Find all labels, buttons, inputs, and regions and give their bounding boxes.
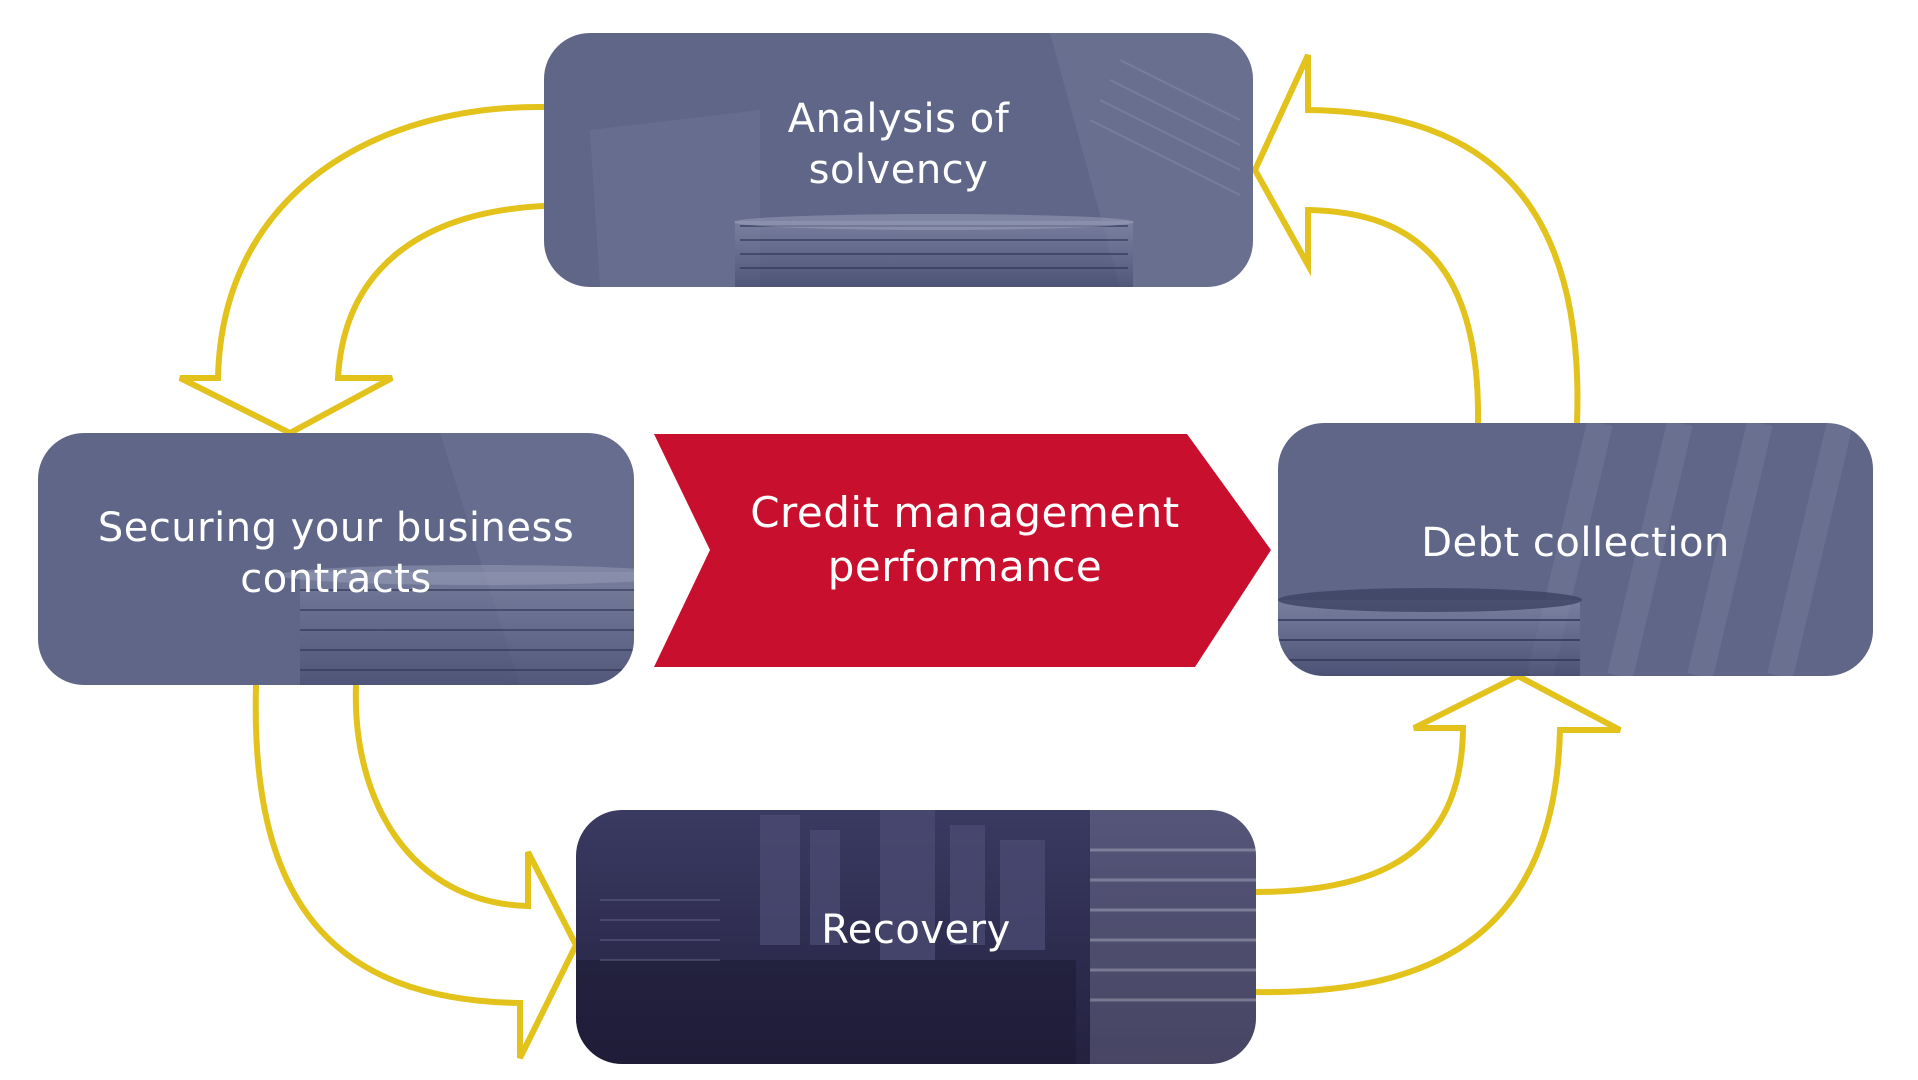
node-debt-collection (1278, 423, 1873, 676)
node-securing-business-contracts (38, 433, 634, 685)
node-recovery (576, 810, 1256, 1064)
arrow-securing-to-recovery (252, 684, 580, 1060)
arrow-recovery-to-debt (1255, 672, 1622, 996)
cycle-arrows (178, 53, 1622, 1060)
coins-background-image (1278, 423, 1853, 676)
node-analysis-of-solvency (544, 33, 1253, 287)
coins-background-image (590, 33, 1253, 287)
city-coins-background-image (576, 810, 1256, 1064)
arrow-analysis-to-securing (178, 103, 545, 437)
coins-background-image (280, 433, 634, 685)
arrow-debt-to-analysis (1251, 53, 1581, 424)
node-credit-management-performance (654, 434, 1271, 667)
